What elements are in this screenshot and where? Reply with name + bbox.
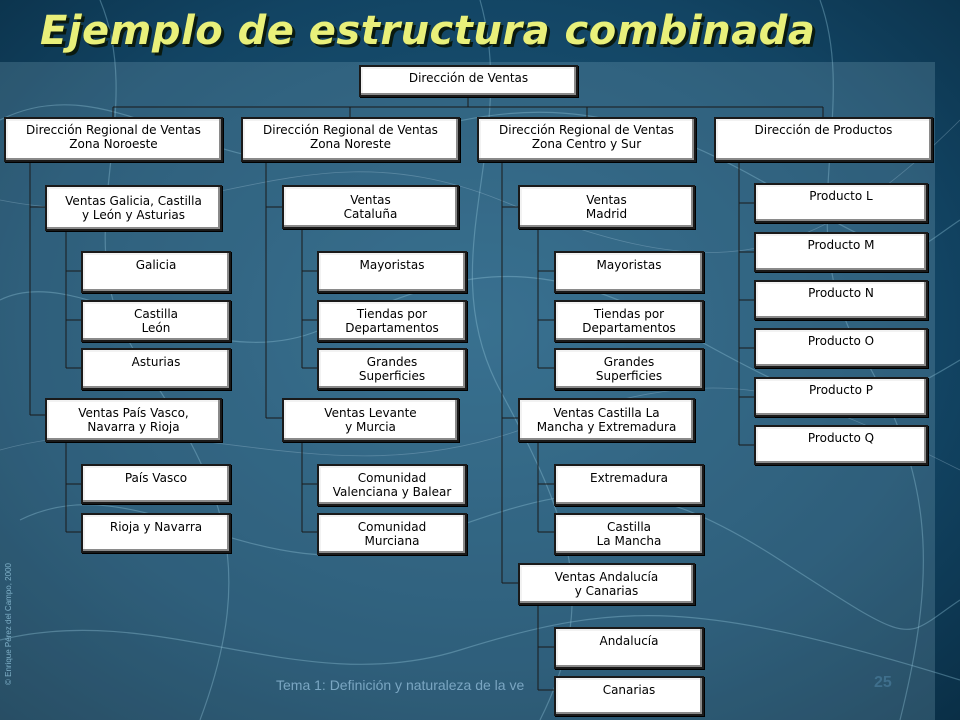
node-ventas-cataluna: Ventas Cataluña bbox=[282, 185, 459, 229]
node-producto-n: Producto N bbox=[754, 280, 928, 320]
node-castilla-la-mancha: Castilla La Mancha bbox=[554, 513, 704, 555]
copyright-note: © Enrique Pérez del Campo, 2000 bbox=[4, 563, 13, 685]
node-region-noroeste: Dirección Regional de Ventas Zona Noroes… bbox=[4, 117, 223, 162]
node-mayoristas-madrid: Mayoristas bbox=[554, 251, 704, 293]
node-region-centro-sur: Dirección Regional de Ventas Zona Centro… bbox=[477, 117, 696, 162]
node-grandes-superficies-madrid: Grandes Superficies bbox=[554, 348, 704, 390]
node-grandes-superficies-cataluna: Grandes Superficies bbox=[317, 348, 467, 390]
node-comunidad-murciana: Comunidad Murciana bbox=[317, 513, 467, 555]
node-ventas-galicia-castilla-asturias: Ventas Galicia, Castilla y León y Asturi… bbox=[45, 185, 222, 231]
node-galicia: Galicia bbox=[81, 251, 231, 293]
node-direccion-productos: Dirección de Productos bbox=[714, 117, 933, 162]
node-castilla-leon: Castilla León bbox=[81, 300, 231, 342]
slide-title: Ejemplo de estructura combinada bbox=[40, 8, 816, 54]
node-pais-vasco: País Vasco bbox=[81, 464, 231, 504]
node-asturias: Asturias bbox=[81, 348, 231, 390]
node-ventas-pais-vasco-navarra-rioja: Ventas País Vasco, Navarra y Rioja bbox=[45, 398, 222, 442]
node-producto-q: Producto Q bbox=[754, 425, 928, 465]
node-tiendas-departamentos-madrid: Tiendas por Departamentos bbox=[554, 300, 704, 342]
page-number: 25 bbox=[874, 674, 892, 691]
node-extremadura: Extremadura bbox=[554, 464, 704, 506]
node-ventas-madrid: Ventas Madrid bbox=[518, 185, 695, 229]
node-producto-p: Producto P bbox=[754, 377, 928, 417]
node-mayoristas-cataluna: Mayoristas bbox=[317, 251, 467, 293]
node-comunidad-valenciana-balear: Comunidad Valenciana y Balear bbox=[317, 464, 467, 506]
node-producto-l: Producto L bbox=[754, 183, 928, 223]
node-producto-o: Producto O bbox=[754, 328, 928, 368]
node-direccion-ventas: Dirección de Ventas bbox=[359, 65, 578, 97]
node-ventas-castilla-mancha-extremadura: Ventas Castilla La Mancha y Extremadura bbox=[518, 398, 695, 442]
node-region-noreste: Dirección Regional de Ventas Zona Norest… bbox=[241, 117, 460, 162]
node-andalucia: Andalucía bbox=[554, 627, 704, 669]
node-producto-m: Producto M bbox=[754, 232, 928, 272]
node-ventas-levante-murcia: Ventas Levante y Murcia bbox=[282, 398, 459, 442]
node-canarias: Canarias bbox=[554, 676, 704, 716]
node-rioja-navarra: Rioja y Navarra bbox=[81, 513, 231, 553]
node-ventas-andalucia-canarias: Ventas Andalucía y Canarias bbox=[518, 563, 695, 605]
node-tiendas-departamentos-cataluna: Tiendas por Departamentos bbox=[317, 300, 467, 342]
footer-text: Tema 1: Definición y naturaleza de la ve bbox=[276, 677, 525, 693]
